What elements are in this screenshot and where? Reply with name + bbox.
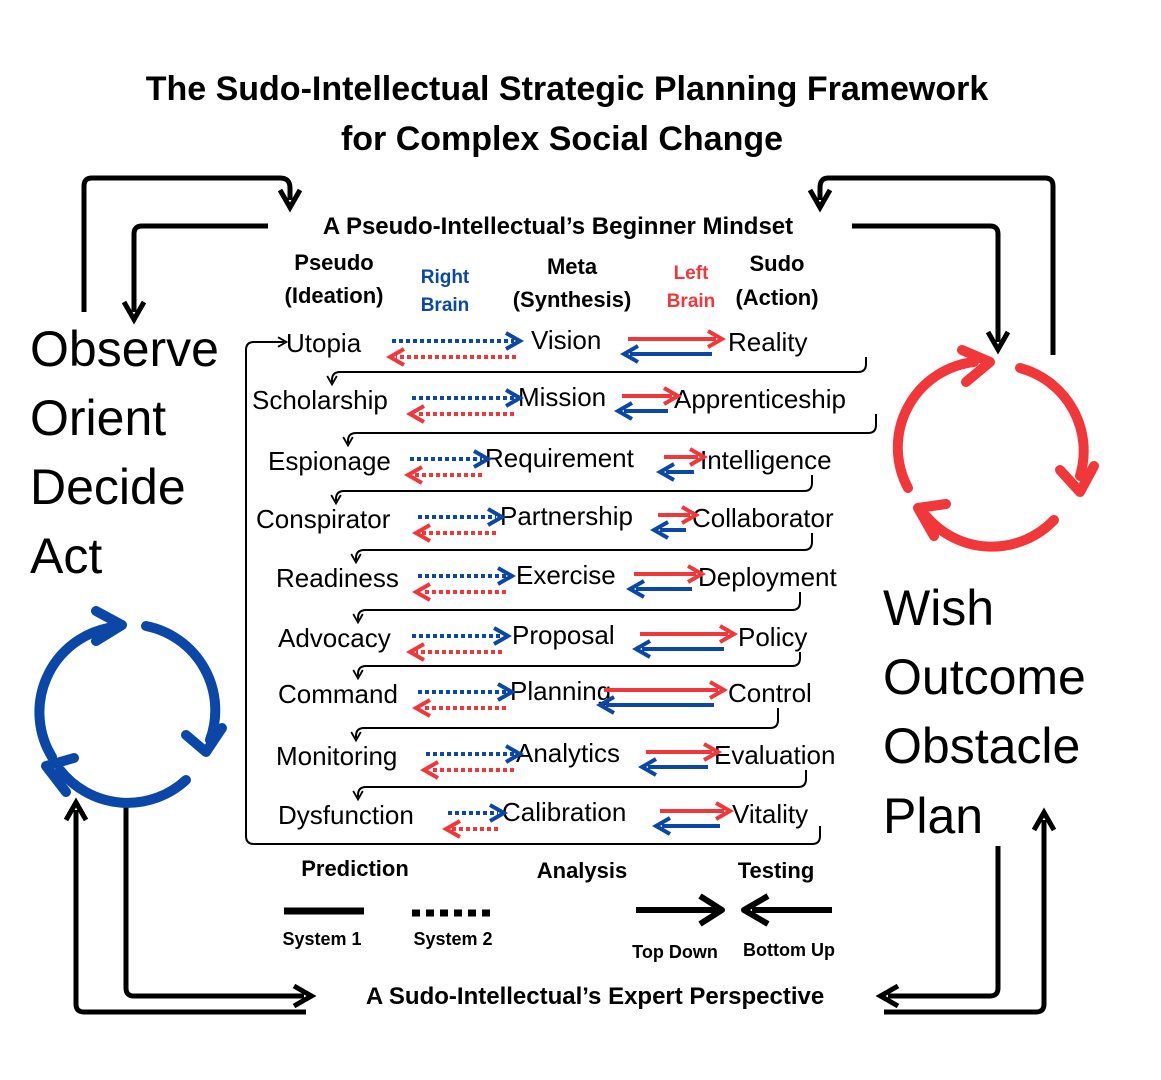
row-4: Conspirator Partnership Collaborator — [256, 501, 834, 565]
meta-term: Mission — [518, 382, 606, 412]
sudo-term: Vitality — [732, 799, 808, 829]
return-loop-connector — [245, 336, 821, 845]
left-brain-label: Left — [674, 263, 710, 284]
blue-cycle-icon — [34, 606, 227, 808]
woop-list: Wish Outcome Obstacle Plan — [883, 580, 1086, 844]
pseudo-term: Readiness — [276, 563, 399, 593]
beginner-mindset-label: A Pseudo-Intellectual’s Beginner Mindset — [323, 213, 793, 240]
expert-perspective-label: A Sudo-Intellectual’s Expert Perspective — [366, 983, 824, 1010]
sudo-term: Evaluation — [714, 740, 835, 770]
left-brain-label-2: Brain — [667, 291, 716, 312]
sudo-term: Apprenticeship — [674, 384, 846, 414]
meta-term: Partnership — [500, 501, 633, 531]
row-1: Utopia Vision Reality — [286, 325, 867, 387]
meta-term: Exercise — [516, 560, 616, 590]
legend-testing: Testing — [738, 858, 815, 883]
ooda-observe: Observe — [30, 321, 219, 377]
meta-term: Analytics — [516, 738, 620, 768]
title-line-2: for Complex Social Change — [341, 120, 783, 158]
meta-subheader: (Synthesis) — [513, 287, 632, 312]
woop-obstacle: Obstacle — [883, 718, 1080, 774]
right-brain-label: Right — [421, 267, 470, 288]
legend-top-down: Top Down — [632, 942, 718, 962]
row-5: Readiness Exercise Deployment — [276, 560, 838, 625]
legend-system1: System 1 — [282, 929, 361, 949]
row-connector — [350, 533, 813, 565]
woop-plan: Plan — [883, 788, 983, 844]
legend-system2: System 2 — [413, 929, 492, 949]
row-connector — [326, 357, 867, 387]
sudo-term: Collaborator — [692, 503, 834, 533]
woop-wish: Wish — [883, 580, 994, 636]
pseudo-term: Monitoring — [276, 741, 397, 771]
meta-term: Planning — [510, 676, 611, 706]
pseudo-term: Advocacy — [278, 623, 391, 653]
meta-term: Vision — [531, 325, 601, 355]
row-connector — [352, 592, 801, 625]
top-down-arrow-sample — [636, 893, 725, 927]
ooda-act: Act — [30, 528, 102, 584]
meta-term: Requirement — [485, 443, 635, 473]
row-connector — [352, 652, 801, 681]
pseudo-term: Utopia — [286, 328, 362, 358]
title-line-1: The Sudo-Intellectual Strategic Planning… — [146, 70, 989, 108]
pseudo-header: Pseudo — [294, 250, 373, 275]
row-connector — [342, 414, 877, 448]
legend-bottom-up: Bottom Up — [743, 940, 835, 960]
ooda-orient: Orient — [30, 390, 166, 446]
ooda-decide: Decide — [30, 459, 186, 515]
pseudo-term: Scholarship — [252, 385, 388, 415]
row-connector — [352, 770, 807, 802]
row-2: Scholarship Mission Apprenticeship — [252, 382, 877, 448]
bottom-up-arrow-sample — [741, 893, 832, 927]
right-brain-label-2: Brain — [421, 295, 470, 316]
ooda-list: Observe Orient Decide Act — [30, 321, 219, 584]
pseudo-term: Dysfunction — [278, 800, 414, 830]
sudo-term: Deployment — [698, 562, 838, 592]
meta-term: Proposal — [512, 620, 615, 650]
outer-loop-arrows — [63, 175, 1057, 1015]
row-connector — [350, 708, 779, 743]
pseudo-subheader: (Ideation) — [285, 283, 384, 308]
sudo-header: Sudo — [750, 251, 805, 276]
pseudo-term: Command — [278, 679, 398, 709]
sudo-term: Intelligence — [700, 445, 832, 475]
sudo-term: Policy — [738, 622, 807, 652]
row-8: Monitoring Analytics Evaluation — [276, 738, 835, 802]
row-6: Advocacy Proposal Policy — [278, 620, 807, 681]
sudo-term: Reality — [728, 327, 807, 357]
row-connector — [330, 475, 813, 506]
red-cycle-icon — [892, 345, 1099, 552]
sudo-term: Control — [728, 678, 812, 708]
pseudo-term: Espionage — [268, 446, 391, 476]
row-7: Command Planning Control — [278, 676, 812, 743]
legend-prediction: Prediction — [301, 856, 409, 881]
woop-outcome: Outcome — [883, 649, 1086, 705]
meta-term: Calibration — [502, 797, 626, 827]
row-3: Espionage Requirement Intelligence — [268, 443, 832, 506]
sudo-subheader: (Action) — [735, 285, 818, 310]
row-9: Dysfunction Calibration Vitality — [278, 797, 808, 839]
legend-analysis: Analysis — [537, 858, 628, 883]
pseudo-term: Conspirator — [256, 504, 391, 534]
meta-header: Meta — [547, 254, 598, 279]
